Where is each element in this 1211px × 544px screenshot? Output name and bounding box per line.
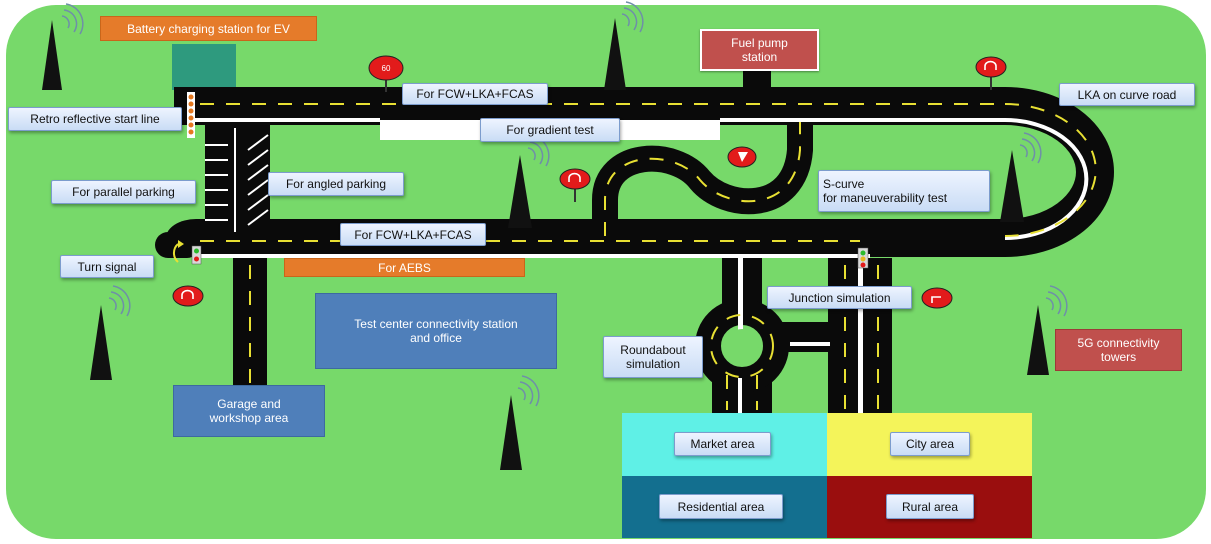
connectivity-station-label: Test center connectivity station and off…: [315, 293, 557, 369]
retro-start-line: [187, 92, 195, 138]
u-turn-sign-icon: [975, 56, 1007, 90]
market-area-label: Market area: [674, 432, 771, 456]
battery-station-label: Battery charging station for EV: [100, 16, 317, 41]
u-turn-sign-icon: [559, 168, 591, 202]
traffic-light-icon: [191, 245, 202, 265]
towers-5g-label: 5G connectivity towers: [1055, 329, 1182, 371]
gradient-test-label: For gradient test: [480, 118, 620, 142]
fcw-top-label: For FCW+LKA+FCAS: [402, 83, 548, 105]
lka-curve-label: LKA on curve road: [1059, 83, 1195, 106]
u-turn-sign-icon: [172, 285, 204, 307]
turn-signal-label: Turn signal: [60, 255, 154, 278]
battery-charging-pad: [172, 44, 236, 90]
residential-area-label: Residential area: [659, 494, 783, 519]
speed-limit-value: 60: [382, 64, 391, 73]
traffic-light-icon: [857, 247, 869, 269]
retro-start-label: Retro reflective start line: [8, 107, 182, 131]
angled-parking-label: For angled parking: [268, 172, 404, 196]
warning-sign-icon: [727, 146, 757, 168]
parallel-parking-label: For parallel parking: [51, 180, 196, 204]
roundabout-label: Roundabout simulation: [603, 336, 703, 378]
city-area-label: City area: [890, 432, 970, 456]
garage-label: Garage and workshop area: [173, 385, 325, 437]
speed-limit-sign-icon: 60: [368, 55, 404, 92]
s-curve-label: S-curve for maneuverability test: [818, 170, 990, 212]
turn-arrow-icon: [172, 243, 179, 263]
tower-icon: [42, 18, 1049, 470]
rural-area-label: Rural area: [886, 494, 974, 519]
signal-waves-icon: [61, 1, 1068, 407]
fuel-pump-label: Fuel pump station: [700, 29, 819, 71]
turn-sign-icon: [921, 287, 953, 309]
junction-label: Junction simulation: [767, 286, 912, 309]
fcw-mid-label: For FCW+LKA+FCAS: [340, 223, 486, 246]
aebs-label: For AEBS: [284, 258, 525, 277]
